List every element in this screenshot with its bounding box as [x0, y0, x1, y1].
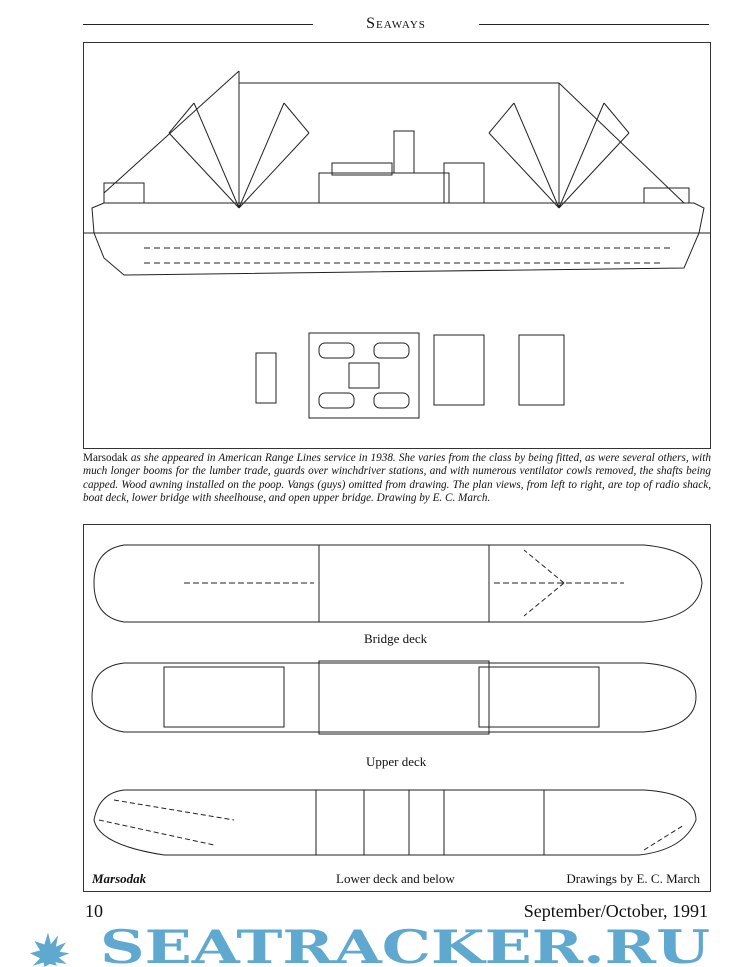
deck-plans-drawing — [91, 544, 703, 856]
ship-profile-figure — [83, 42, 711, 449]
figure-caption: Marsodak as she appeared in American Ran… — [83, 452, 711, 506]
watermark-text: SEATRACKER.RU — [100, 926, 710, 967]
caption-text: as she appeared in American Range Lines … — [83, 452, 711, 505]
issue-date: September/October, 1991 — [523, 901, 708, 921]
upper-deck-label: Upper deck — [366, 754, 427, 769]
bridge-deck-label: Bridge deck — [364, 631, 428, 646]
header-rule-right — [479, 24, 709, 25]
ship-name-label: Marsodak — [92, 871, 147, 886]
drawing-credit: Drawings by E. C. March — [566, 871, 700, 886]
caption-ship-name: Marsodak — [83, 452, 128, 464]
deck-plans-figure: Bridge deck Upper deck Lower deck and be… — [83, 524, 711, 892]
page-number: 10 — [85, 901, 103, 921]
ship-profile-drawing — [84, 70, 710, 419]
seatracker-watermark: SEATRACKER.RU — [30, 926, 710, 967]
lower-deck-label: Lower deck and below — [336, 871, 455, 886]
header-rule-left — [83, 24, 313, 25]
magazine-title: Seaways — [358, 15, 434, 32]
sun-logo-icon — [30, 932, 70, 967]
running-header: Seaways — [83, 14, 709, 34]
